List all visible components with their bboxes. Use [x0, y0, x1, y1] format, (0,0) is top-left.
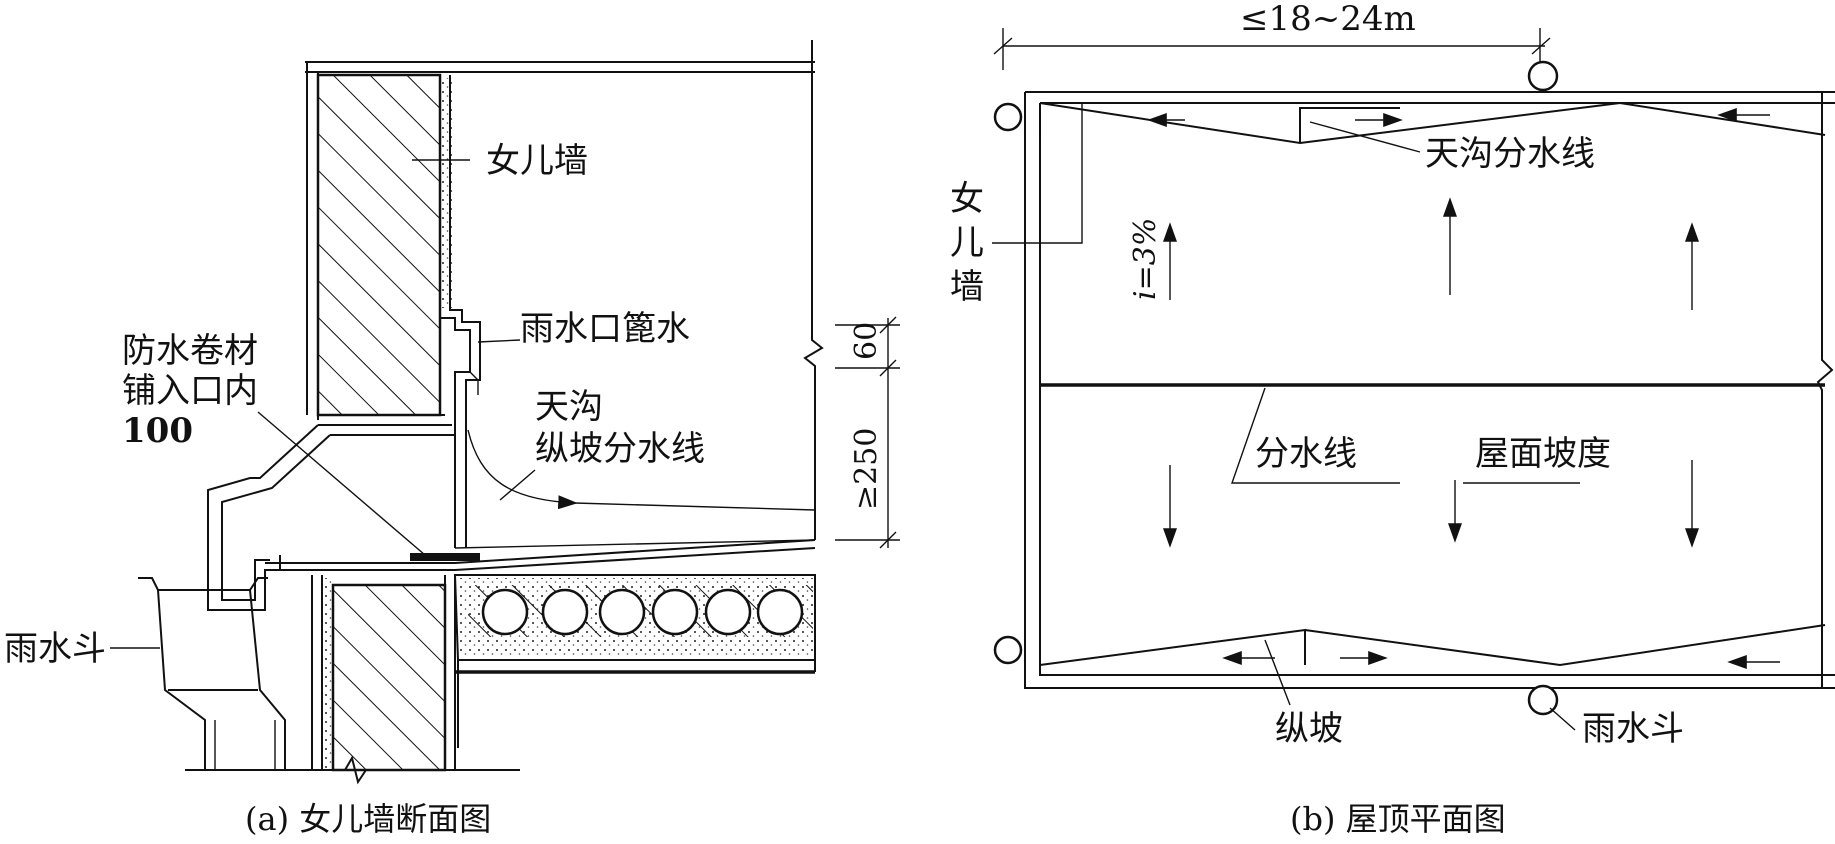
- gutter-divide-label-plan: 天沟分水线: [1425, 134, 1595, 174]
- waterproof-label-3: 100: [122, 411, 193, 451]
- parapet-char-3: 墙: [950, 267, 984, 307]
- span-label: ≤18~24m: [1240, 0, 1416, 39]
- roof-plan-drawing: [992, 28, 1835, 731]
- caption-right: (b) 屋顶平面图: [1290, 800, 1506, 838]
- waterproof-label-1: 防水卷材: [122, 331, 258, 371]
- roof-slope-label: 屋面坡度: [1475, 434, 1611, 474]
- dim-250: ≥250: [849, 428, 884, 510]
- gutter-label: 天沟: [535, 387, 603, 427]
- slope-label: i=3%: [1128, 218, 1163, 300]
- parapet-char-1: 女: [950, 179, 984, 219]
- long-slope-label: 纵坡: [1275, 709, 1343, 749]
- parapet-char-2: 儿: [950, 223, 984, 263]
- downpipe-top-mid: [1527, 60, 1559, 92]
- rain-hopper-label-right: 雨水斗: [1582, 709, 1684, 749]
- parapet-wall: [316, 73, 442, 417]
- waterproof-label-2: 铺入口内: [122, 371, 258, 411]
- gutter-divide-label: 纵坡分水线: [535, 429, 705, 469]
- rain-hopper-label-left: 雨水斗: [4, 629, 106, 669]
- downpipe-bottom-mid: [1527, 684, 1559, 716]
- dim-60: 60: [849, 322, 884, 360]
- caption-left: (a) 女儿墙断面图: [245, 800, 491, 838]
- downpipe-top-left: [993, 102, 1023, 132]
- outlet-grate-label: 雨水口篦水: [520, 309, 690, 349]
- divide-label: 分水线: [1255, 434, 1357, 474]
- parapet-label: 女儿墙: [486, 141, 588, 181]
- parapet-section-drawing: [110, 40, 900, 785]
- downpipe-bottom-left: [993, 635, 1023, 665]
